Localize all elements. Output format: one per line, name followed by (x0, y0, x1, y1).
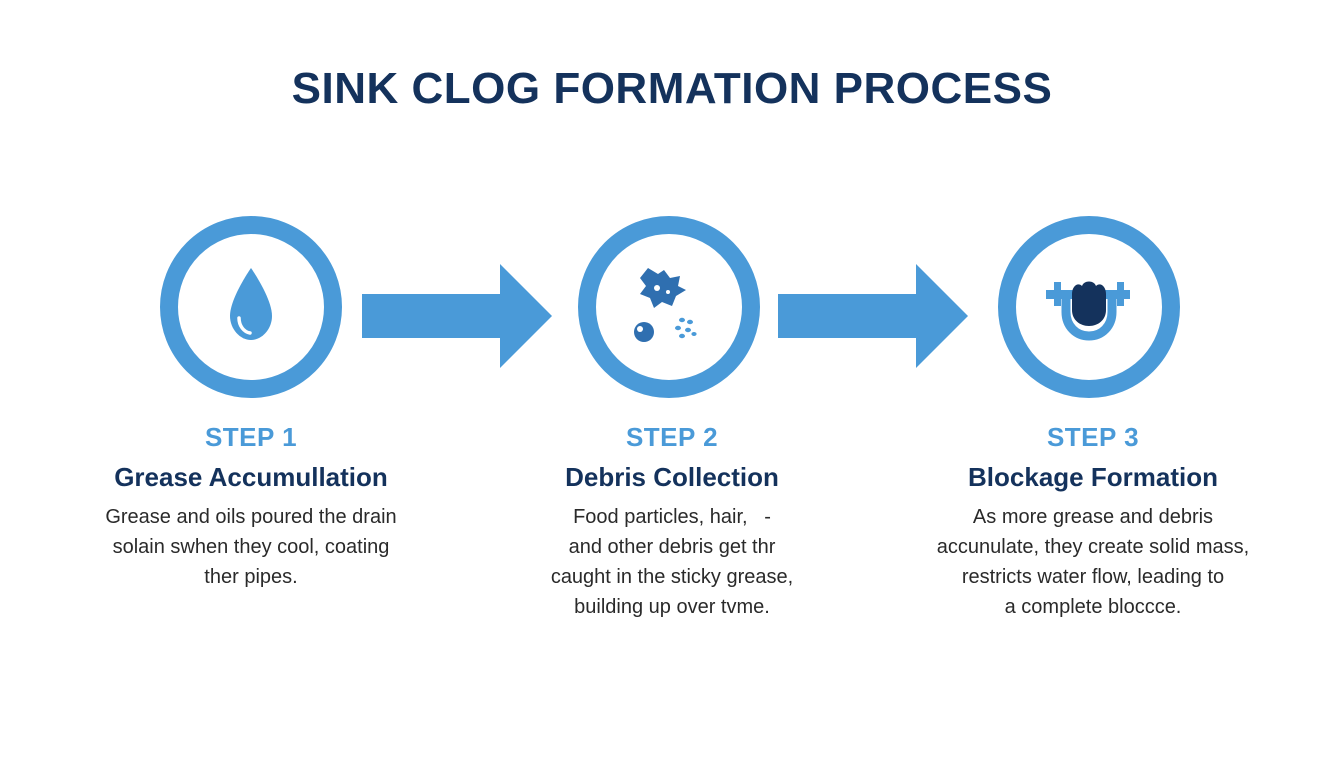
step-label: STEP 2 (625, 422, 719, 452)
step-description-line: Food particles, hair, - (573, 506, 771, 528)
step-description-line: caught in the sticky grease, (550, 566, 794, 588)
step-description-line: a complete blocccе. (1004, 596, 1182, 618)
debris-particles-icon (578, 216, 760, 398)
step-description-line: As more grease and debris (972, 506, 1214, 528)
step-description-line: accunulate, they create solid mass, (936, 536, 1250, 558)
step-description-line: building up over tvme. (574, 596, 770, 618)
step-description: As more grease and debris accunulate, th… (903, 502, 1283, 622)
step-description-line: and other debris get thr (568, 536, 776, 558)
step-description-line: Grease and oils poured the drain (105, 506, 397, 528)
step-label: STEP 1 (204, 422, 298, 452)
step-heading: Grease Accumullation (114, 462, 388, 492)
step-description-line: ther pipes. (204, 566, 298, 588)
step-description-line: solain swhen they cool, coating (112, 536, 390, 558)
step-label: STEP 3 (1046, 422, 1140, 452)
step-1-icon-circle (160, 216, 342, 398)
step-1: STEP 1 Grease Accumullation Grease and o… (61, 420, 441, 592)
step-2: STEP 2 Debris Collection Food particles,… (482, 420, 862, 622)
water-drop-icon (160, 216, 342, 398)
step-2-icon-circle (578, 216, 760, 398)
step-3-icon-circle (998, 216, 1180, 398)
step-3: STEP 3 Blockage Formation As more grease… (903, 420, 1283, 622)
step-description-line: restricts water flow, leading to (961, 566, 1225, 588)
step-description: Grease and oils poured the drain solain … (61, 502, 441, 592)
page-title: SINK CLOG FORMATION PROCESS (291, 64, 1053, 113)
clogged-pipe-icon (998, 216, 1180, 398)
step-heading: Blockage Formation (968, 462, 1218, 492)
arrow-right-icon (778, 264, 968, 368)
step-description: Food particles, hair, - and other debris… (482, 502, 862, 622)
arrow-right-icon (362, 264, 552, 368)
step-heading: Debris Collection (565, 462, 779, 492)
